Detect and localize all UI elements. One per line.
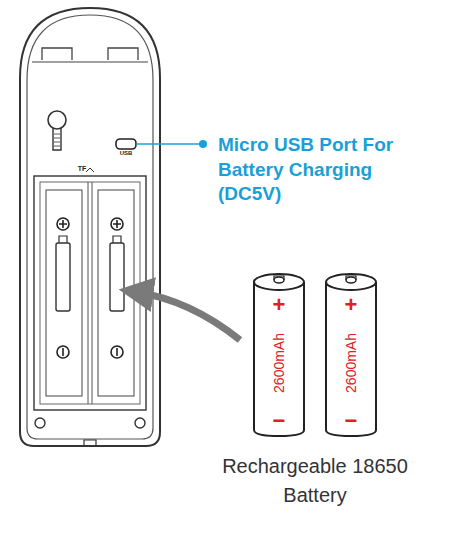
device-housing [20,8,160,446]
capacity-text: 2600mAh [344,333,358,393]
slot-label: TF [76,165,88,172]
battery-bay-inner [40,182,140,404]
clip [42,48,72,60]
spring-contact [110,243,124,311]
spring-contact [56,243,70,311]
clip [108,48,138,60]
polarity-sign: − [345,410,358,432]
battery: +2600mAh − [252,268,306,438]
battery-slot [98,190,134,396]
polarity-sign: + [273,294,286,316]
callout-label: Micro USB Port For Battery Charging (DC5… [218,133,423,207]
leader-dot [199,140,207,148]
panel-edge [32,61,148,62]
capacity-text: 2600mAh [272,333,286,393]
caption-label: Rechargeable 18650 Battery [222,452,408,510]
port-label: USB [116,150,136,156]
battery-slot [46,190,82,396]
polarity-sign: + [345,294,358,316]
screw [35,418,45,428]
polarity-symbol [57,218,123,358]
screw [135,418,145,428]
key-slot [53,128,61,150]
leader-line [136,143,200,145]
insert-arrow [136,292,240,340]
key-hole [48,111,66,129]
usb-port [116,139,136,149]
bay-divider [88,182,92,404]
battery-bay [34,176,146,410]
battery: +2600mAh − [324,268,378,438]
polarity-sign: − [273,410,286,432]
housing-inner-edge [27,15,153,439]
